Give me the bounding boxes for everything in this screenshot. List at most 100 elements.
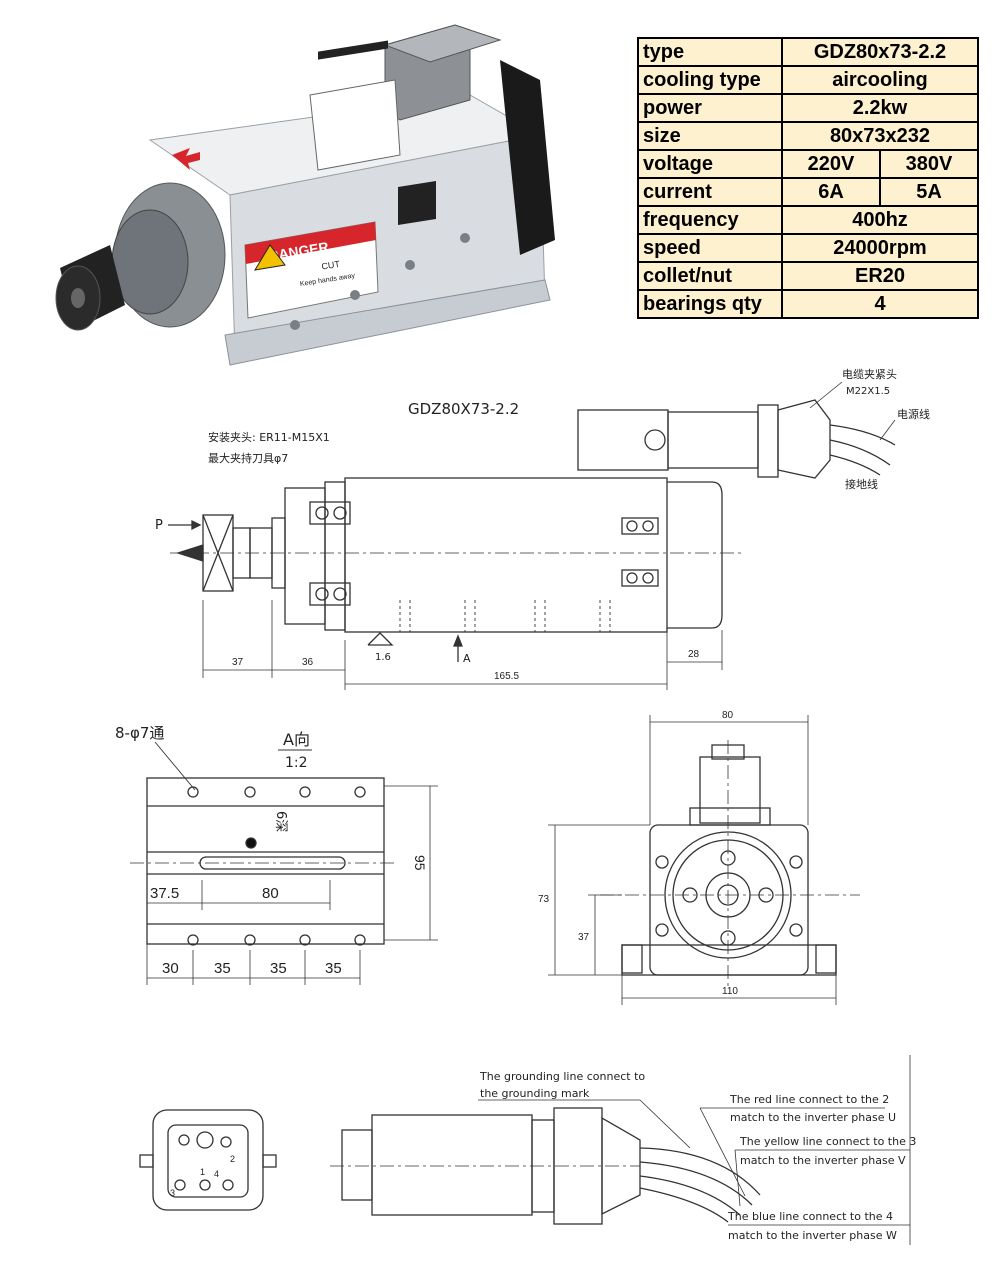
pin-ground [196,1131,214,1149]
spec-value: 400hz [781,205,979,235]
dim-28: 28 [688,649,700,660]
collet-note: 安装夹头: ER11-M15X1 [208,430,330,444]
spec-value: aircooling [781,65,979,95]
spindle-photo: DANGER CUT Keep hands away [55,24,555,366]
yellow-note-2: match to the inverter phase V [740,1154,906,1167]
corner-hole [789,923,803,937]
max-tool-note: 最大夹持刀具φ7 [208,451,288,465]
p-arrowhead [191,519,202,531]
view-label: A向 [283,730,310,749]
dim-73: 73 [538,894,550,905]
wire-leaders [478,1055,911,1245]
spec-table: type GDZ80x73-2.2 cooling type aircoolin… [637,37,979,319]
leader-line [879,419,896,441]
pin [199,1179,211,1191]
side-view: GDZ80X73-2.2 安装夹头: ER11-M15X1 最大夹持刀具φ7 [155,368,930,690]
spindle-base [224,279,551,366]
pin [178,1134,190,1146]
cut-text: CUT [321,259,341,272]
corner-hole [789,855,803,869]
table-row: frequency 400hz [637,205,979,235]
spec-label: bearings qty [637,289,783,319]
ground-note-1: The grounding line connect to [479,1070,645,1083]
pin [174,1179,186,1191]
power-cable [829,424,896,476]
pin-label: 4 [214,1169,219,1179]
spec-sticker [309,79,401,171]
dim-37-5: 37.5 [150,885,179,902]
connector-face-inner [167,1124,249,1198]
yellow-note-1: The yellow line connect to the 3 [739,1135,916,1148]
pin [222,1179,234,1191]
depth-note: 6深 [273,811,288,832]
blue-note-1: The blue line connect to the 4 [727,1210,893,1223]
flange-ring [324,481,346,631]
connector-plug [667,411,759,469]
ground-note-2: the grounding mark [480,1087,590,1100]
dim-110: 110 [722,986,738,997]
table-row: current 6A 5A [637,177,979,207]
ground-line-label: 接地线 [845,477,878,491]
corner-hole [655,855,669,869]
table-row: bearings qty 4 [637,289,979,319]
connector-latch [644,429,666,451]
front-dimensions [548,715,837,1005]
table-row: cooling type aircooling [637,65,979,95]
pin [220,1136,232,1148]
dim-80-front: 80 [722,710,734,721]
red-note-1: The red line connect to the 2 [729,1093,889,1106]
model-label: GDZ80X73-2.2 [408,400,519,418]
spindle-rear-cap [500,60,555,255]
roughness-symbol [367,632,394,646]
nut-hatch [202,514,234,592]
table-row: power 2.2kw [637,93,979,123]
mount-hole [405,260,415,270]
lead-wires [639,1147,761,1223]
spec-value: 24000rpm [781,233,979,263]
mount-hole [350,290,360,300]
collet-bore [71,288,85,308]
a-label: A [463,652,471,665]
thread-label: M22X1.5 [846,386,890,397]
pin-label: 3 [170,1188,175,1198]
plug-housing [371,1114,533,1216]
locating-hole [245,837,257,849]
scale-label: 1:2 [285,755,308,771]
roughness-label: 1.6 [375,652,391,663]
spec-label: power [637,93,783,123]
connector-housing [577,409,669,471]
holes-note: 8-φ7通 [115,724,164,742]
connector-box-top [383,24,502,63]
spec-value: 6A [781,177,881,207]
dim-95: 95 [412,855,428,871]
dim-80: 80 [262,885,279,902]
mount-hole [460,233,470,243]
spec-label: current [637,177,783,207]
side-dimensions [202,600,723,690]
front-foot [815,944,837,974]
spec-label: voltage [637,149,783,179]
cable-gland-nut [777,399,831,479]
motor-body [344,477,668,633]
spec-value: 5A [879,177,979,207]
leader-line [809,381,843,409]
dim-35: 35 [270,960,287,977]
dim-37-front: 37 [578,932,590,943]
a-arrowhead [453,634,463,647]
front-connector-neck [689,807,771,826]
cable-clamp-label: 电缆夹紧头 [842,368,897,381]
cable-gland [757,404,779,478]
dim-30: 30 [162,960,179,977]
sticker-stripe [318,40,388,60]
dim-36: 36 [302,657,314,668]
bottom-dimensions [146,785,438,985]
spec-value: 220V [781,149,881,179]
spec-label: speed [637,233,783,263]
bearing-rear [621,517,659,587]
spec-label: collet/nut [637,261,783,291]
motor-rear-cap [667,481,723,629]
rotation-arrow-icon [172,148,200,170]
dim-165: 165.5 [494,671,519,682]
base-holes [399,600,611,632]
